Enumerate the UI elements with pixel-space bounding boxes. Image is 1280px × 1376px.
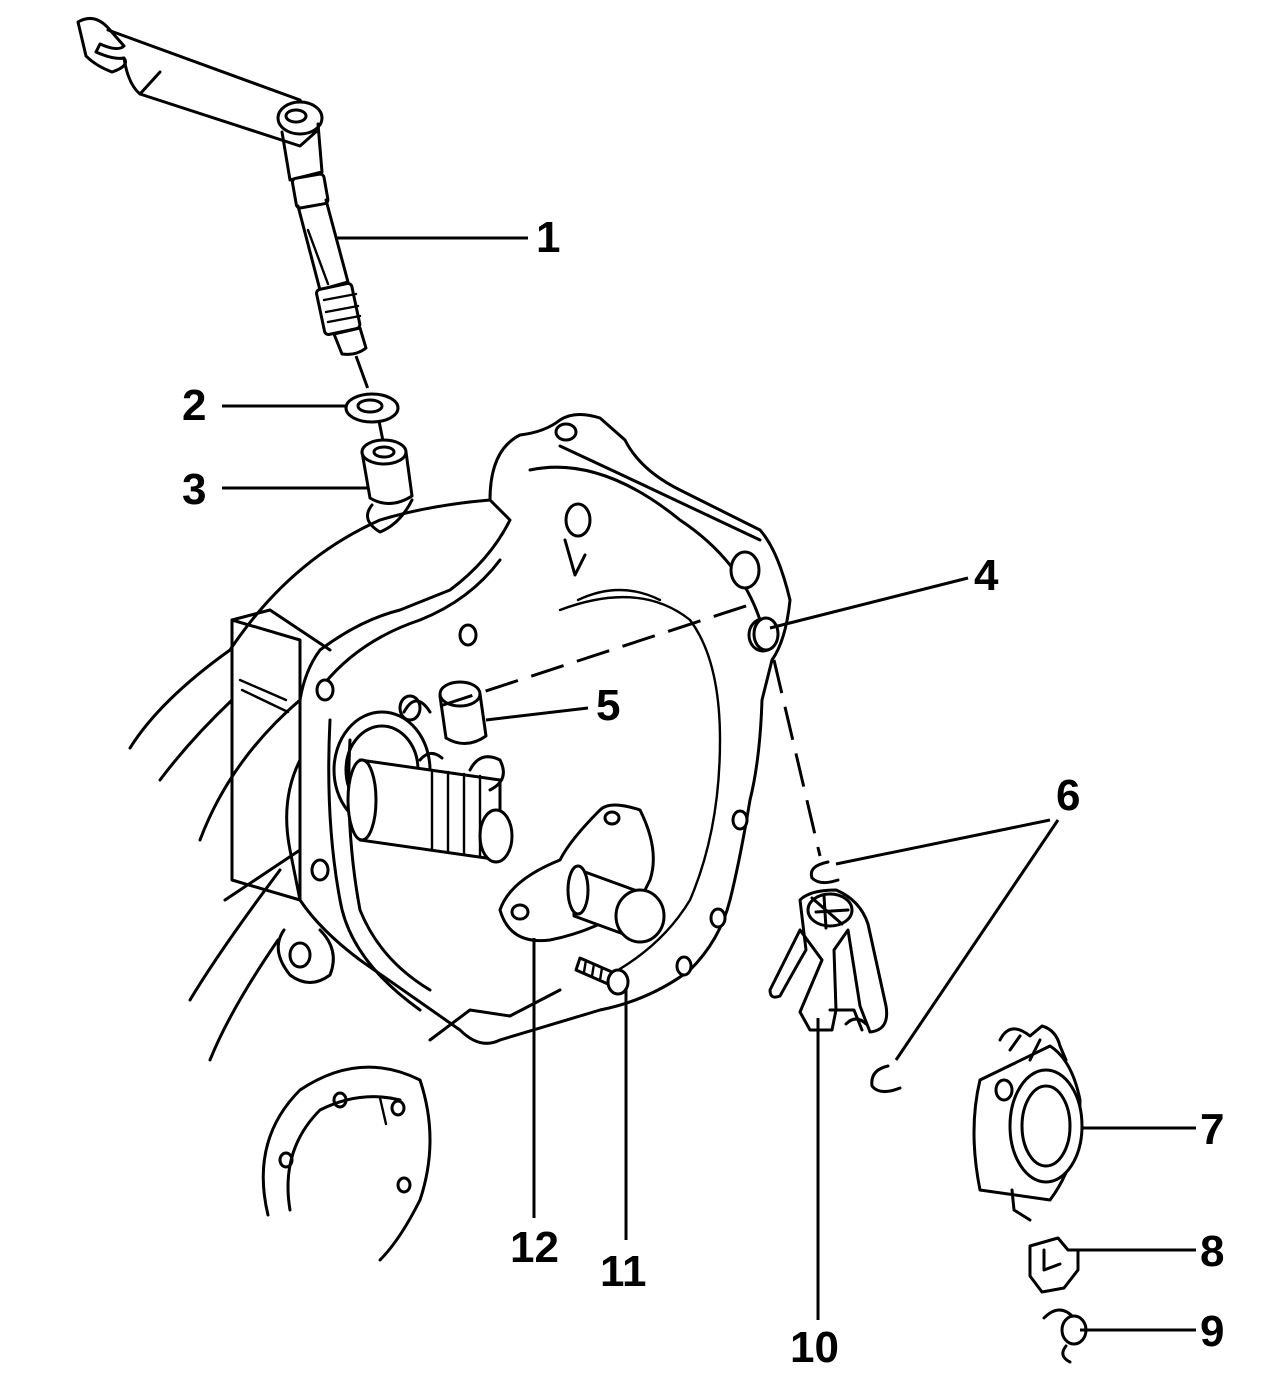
input-shaft	[332, 694, 514, 864]
assembly-axis-dash	[354, 355, 374, 401]
callout-8: 8	[1200, 1227, 1224, 1276]
part-4-plug	[752, 616, 780, 652]
callout-11: 11	[600, 1247, 647, 1296]
part-11-bolt	[574, 956, 630, 996]
assembly-axis-dash	[439, 600, 759, 708]
callout-9: 9	[1200, 1307, 1224, 1356]
part-12-guide-sleeve	[498, 803, 666, 944]
leader-lines	[222, 236, 1196, 1332]
leader-line-5	[485, 706, 589, 722]
callout-6: 6	[1056, 771, 1080, 820]
callout-3: 3	[182, 465, 206, 514]
callout-10: 10	[790, 1323, 839, 1372]
leader-line-6a	[835, 818, 1051, 866]
callout-2: 2	[182, 381, 206, 430]
assembly-axis-dash	[772, 659, 822, 857]
part-6-clip-upper	[809, 860, 840, 885]
callout-4: 4	[974, 551, 999, 600]
transmission-housing	[128, 413, 792, 1262]
part-7-release-bearing	[972, 1024, 1084, 1222]
callout-7: 7	[1200, 1105, 1224, 1154]
callout-1: 1	[536, 213, 560, 262]
part-5-pivot-pin	[438, 680, 488, 745]
callout-12: 12	[510, 1223, 559, 1272]
callout-5: 5	[596, 681, 620, 730]
part-8-retaining-clip	[1028, 1236, 1080, 1294]
leader-line-4	[769, 576, 969, 630]
part-1-lever-shaft	[76, 16, 368, 356]
leader-line-6b	[894, 819, 1060, 1061]
part-6-clip-lower	[870, 1064, 902, 1093]
part-10-release-fork	[768, 888, 889, 1034]
part-9-spring-clip	[1042, 1308, 1088, 1364]
part-3-bushing	[360, 438, 414, 534]
part-2-washer	[344, 392, 400, 424]
